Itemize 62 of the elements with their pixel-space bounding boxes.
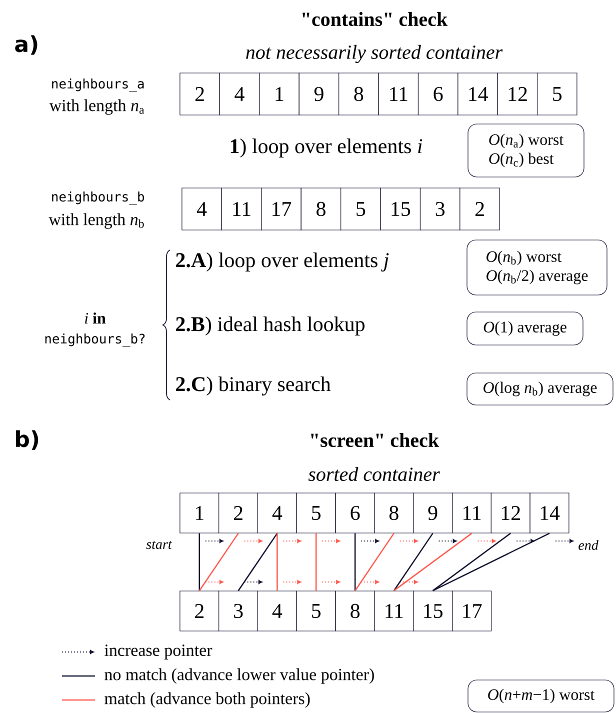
text-label: i in — [85, 312, 106, 324]
text-label: 2.A) loop over elements j — [176, 252, 389, 272]
array-cell: 5 — [340, 188, 381, 230]
text-label: 1) loop over elements i — [230, 138, 422, 158]
text-label: with length n$_{a}$ — [49, 99, 144, 115]
complexity-box: O(1) average — [466, 312, 584, 346]
array-cell: 12 — [497, 72, 538, 116]
array-cell: 2 — [218, 492, 258, 534]
legend-label: match (advance both pointers) — [104, 692, 310, 708]
array-cell: 3 — [218, 590, 258, 632]
array-cell: 6 — [418, 72, 458, 116]
array-cell: 14 — [530, 492, 570, 534]
array-cell: 11 — [374, 590, 414, 632]
array-cell: 4 — [257, 492, 297, 534]
text-label: "screen" check — [311, 432, 439, 448]
array-cell: 4 — [257, 590, 297, 632]
text-label: neighbours_b — [52, 192, 144, 204]
legend-label: increase pointer — [104, 644, 212, 660]
array-cell: 11 — [452, 492, 492, 534]
array-cell: 5 — [296, 492, 336, 534]
complexity-box: O(log n$_{b}$) average — [466, 372, 614, 406]
array-cell: 6 — [335, 492, 375, 534]
array-cell: 11 — [221, 188, 262, 230]
array-cell: 4 — [182, 188, 222, 230]
text-label: a) — [15, 35, 38, 55]
array-cell: 17 — [452, 590, 492, 632]
text-label: start — [146, 540, 172, 550]
array-cell: 8 — [374, 492, 414, 534]
text-label: sorted container — [308, 466, 440, 482]
array-cell: 2 — [180, 590, 220, 632]
text-label: not necessarily sorted container — [246, 44, 503, 64]
text-label: b) — [16, 430, 38, 450]
complexity-box: O(n$_{a}$) worst O(n$_{c}$) best — [468, 124, 584, 178]
array-cell: 4 — [219, 72, 260, 116]
array-cell: 5 — [296, 590, 336, 632]
array-cell: 9 — [413, 492, 453, 534]
array-cell: 15 — [413, 590, 453, 632]
text-label: neighbours_b? — [45, 334, 145, 346]
array-cell: 17 — [261, 188, 302, 230]
array-cell: 8 — [338, 72, 379, 116]
array-cell: 1 — [180, 492, 220, 534]
array-cell: 2 — [180, 72, 220, 116]
array-cell: 8 — [300, 188, 342, 230]
array-cell: 14 — [458, 72, 498, 116]
text-label: with length n$_{b}$ — [48, 213, 144, 229]
text-label: "contains" check — [302, 12, 448, 26]
array-cell: 3 — [420, 188, 460, 230]
complexity-box: O(n$_{b}$) worst O(n$_{b}$/2) average — [466, 240, 608, 296]
array-cell: 2 — [460, 188, 500, 230]
legend-label: no match (advance lower value pointer) — [104, 668, 374, 684]
array-cell: 1 — [259, 72, 300, 116]
text-label: end — [578, 540, 598, 550]
array-cell: 11 — [378, 72, 419, 116]
array-cell: 15 — [380, 188, 421, 230]
array-cell: 8 — [335, 590, 375, 632]
array-cell: 5 — [536, 72, 578, 116]
text-label: neighbours_a — [52, 78, 144, 92]
text-label: 2.B) ideal hash lookup — [176, 316, 364, 336]
text-label: 2.C) binary search — [176, 376, 331, 396]
array-cell: 12 — [490, 492, 530, 534]
complexity-box: O(n+m−1) worst — [468, 680, 614, 712]
array-cell: 9 — [298, 72, 340, 116]
